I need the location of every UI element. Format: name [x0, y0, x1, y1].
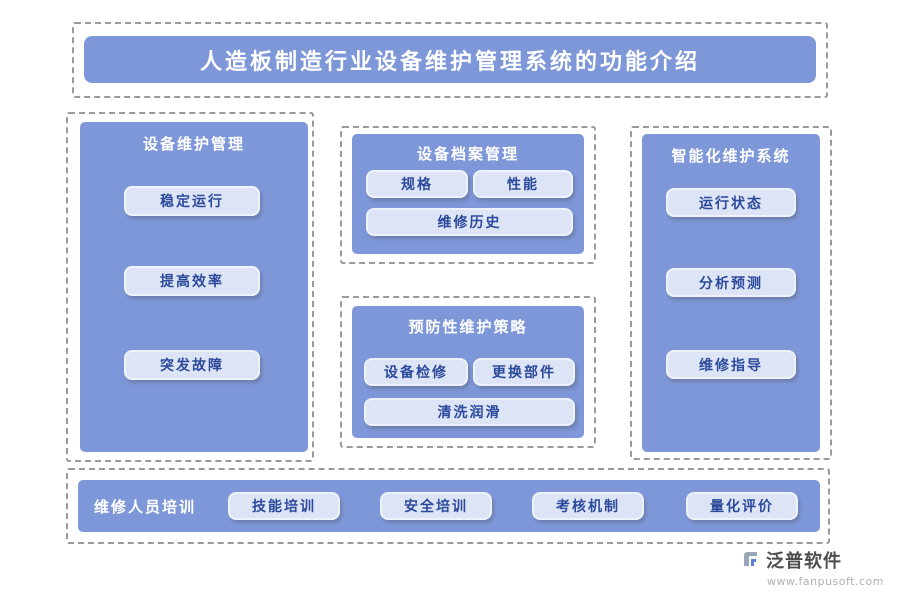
archive-item-repair-history[interactable]: 维修历史 [366, 208, 573, 236]
page-title: 人造板制造行业设备维护管理系统的功能介绍 [84, 36, 816, 83]
prevention-item-replace-parts[interactable]: 更换部件 [473, 358, 575, 386]
archive-item-spec[interactable]: 规格 [366, 170, 468, 198]
archive-panel-title: 设备档案管理 [416, 145, 519, 163]
prevention-panel-title: 预防性维护策略 [408, 318, 528, 336]
maintenance-item-sudden-failure[interactable]: 突发故障 [124, 350, 260, 380]
brand-name: 泛普软件 [766, 551, 843, 572]
intelligent-panel-title: 智能化维护系统 [671, 147, 791, 165]
maintenance-panel-title: 设备维护管理 [142, 135, 245, 153]
maintenance-item-stable-operation[interactable]: 稳定运行 [124, 186, 260, 216]
training-panel-title: 维修人员培训 [94, 497, 197, 516]
training-item-skill-training[interactable]: 技能培训 [228, 492, 340, 520]
training-item-quantitative-evaluation[interactable]: 量化评价 [686, 492, 798, 520]
maintenance-item-improve-efficiency[interactable]: 提高效率 [124, 266, 260, 296]
intelligent-item-running-status[interactable]: 运行状态 [666, 188, 796, 217]
intelligent-item-repair-guidance[interactable]: 维修指导 [666, 350, 796, 379]
intelligent-item-analysis-prediction[interactable]: 分析预测 [666, 268, 796, 297]
prevention-item-equipment-overhaul[interactable]: 设备检修 [364, 358, 468, 386]
archive-item-performance[interactable]: 性能 [473, 170, 573, 198]
training-item-assessment-mechanism[interactable]: 考核机制 [532, 492, 644, 520]
training-item-safety-training[interactable]: 安全培训 [380, 492, 492, 520]
fanpu-logo-icon [741, 550, 761, 570]
prevention-item-clean-lubricate[interactable]: 清洗润滑 [364, 398, 575, 426]
brand-url: www.fanpusoft.com [767, 575, 884, 588]
footer-brand-block: 泛普软件 www.fanpusoft.com [741, 547, 884, 588]
